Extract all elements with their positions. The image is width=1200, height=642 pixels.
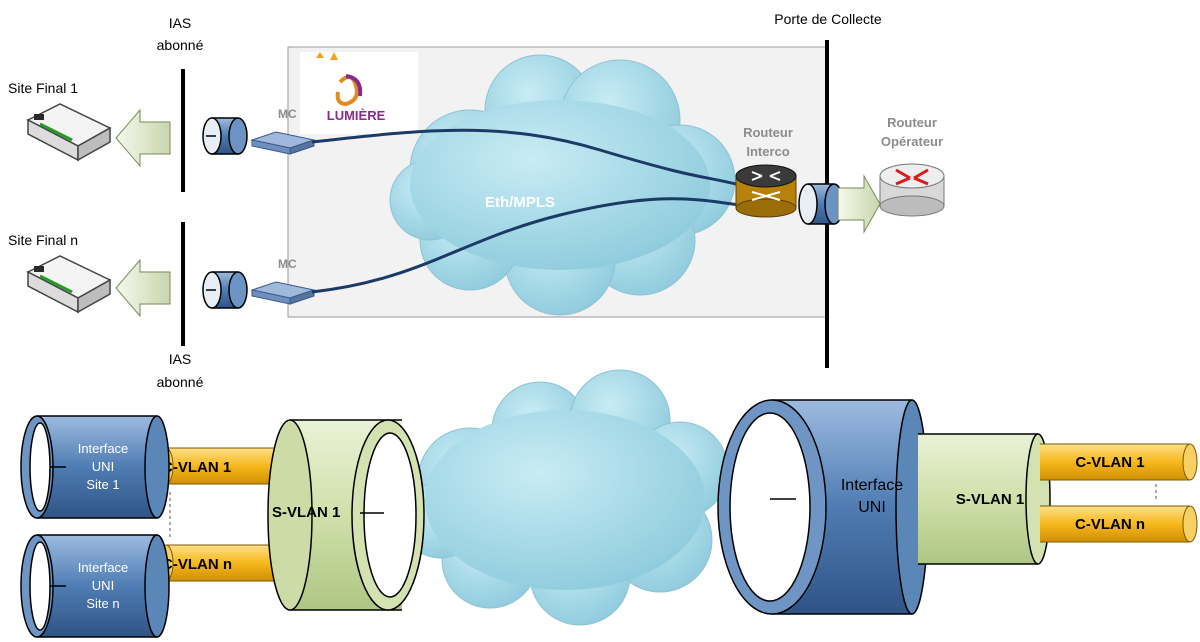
cvlan-1-label: C-VLAN 1: [162, 459, 231, 476]
svlan-left-label: S-VLAN 1: [272, 504, 340, 521]
left-uni-n-line3: Site n: [86, 596, 119, 611]
site-final-n-label: Site Final n: [8, 232, 78, 248]
routeur-interco-line1: Routeur: [743, 125, 793, 140]
mc-device-1: [250, 131, 316, 155]
arrow-to-operateur: [837, 174, 881, 234]
ias-top-line1: IAS: [169, 15, 192, 31]
ias-bottom-line2: abonné: [157, 374, 204, 390]
ias-bar-bottom: [181, 222, 185, 346]
left-uni-site-1: [20, 415, 170, 519]
right-cvlan-1-tube: [1040, 443, 1198, 481]
routeur-operateur-line2: Opérateur: [881, 134, 943, 149]
site-final-n-device: [26, 255, 112, 314]
site-final-1-device: [26, 103, 112, 162]
right-cvlan-n-label: C-VLAN n: [1075, 516, 1145, 533]
ias-bar-top: [181, 69, 185, 192]
left-uni-n-line2: UNI: [92, 578, 114, 593]
cvlan-n-label: C-VLAN n: [162, 556, 232, 573]
arrow-to-site-1: [115, 108, 171, 168]
ias-top-line2: abonné: [157, 37, 204, 53]
site-final-1-label: Site Final 1: [8, 80, 78, 96]
ias-bottom-line1: IAS: [169, 351, 192, 367]
left-uni-1-line2: UNI: [92, 459, 114, 474]
porte-collecte-label: Porte de Collecte: [774, 11, 882, 27]
bottom-cloud: [401, 369, 729, 626]
left-uni-1-line3: Site 1: [86, 477, 119, 492]
routeur-operateur-device: [879, 163, 945, 217]
left-svlan-cylinder: [267, 419, 425, 611]
access-port-1: [202, 117, 248, 155]
cloud-label: Eth/MPLS: [485, 194, 555, 211]
right-cvlan-1-label: C-VLAN 1: [1075, 454, 1144, 471]
mc-device-n: [250, 281, 316, 305]
left-uni-1-line1: Interface: [78, 441, 129, 456]
link-mcn-interco: [311, 197, 741, 294]
svlan-right-label: S-VLAN 1: [956, 491, 1024, 508]
link-mc1-interco: [311, 128, 741, 187]
lumiere-logo: LUMIÈRE: [300, 52, 418, 134]
left-uni-n-line1: Interface: [78, 560, 129, 575]
routeur-interco-device: [735, 164, 797, 218]
access-port-n: [202, 271, 248, 309]
right-cvlan-n-tube: [1040, 505, 1198, 543]
right-uni-line2: UNI: [858, 499, 886, 516]
right-uni-cylinder: [717, 399, 929, 615]
eth-mpls-cloud: Eth/MPLS: [389, 54, 736, 316]
left-uni-site-n: [20, 534, 170, 638]
arrow-to-site-n: [115, 258, 171, 318]
collect-port: [798, 183, 844, 225]
routeur-operateur-line1: Routeur: [887, 115, 937, 130]
right-uni-line1: Interface: [841, 477, 903, 494]
mc-label-n: MC: [278, 257, 297, 271]
logo-text: LUMIÈRE: [327, 108, 386, 123]
routeur-interco-line2: Interco: [746, 144, 789, 159]
mc-label-1: MC: [278, 107, 297, 121]
